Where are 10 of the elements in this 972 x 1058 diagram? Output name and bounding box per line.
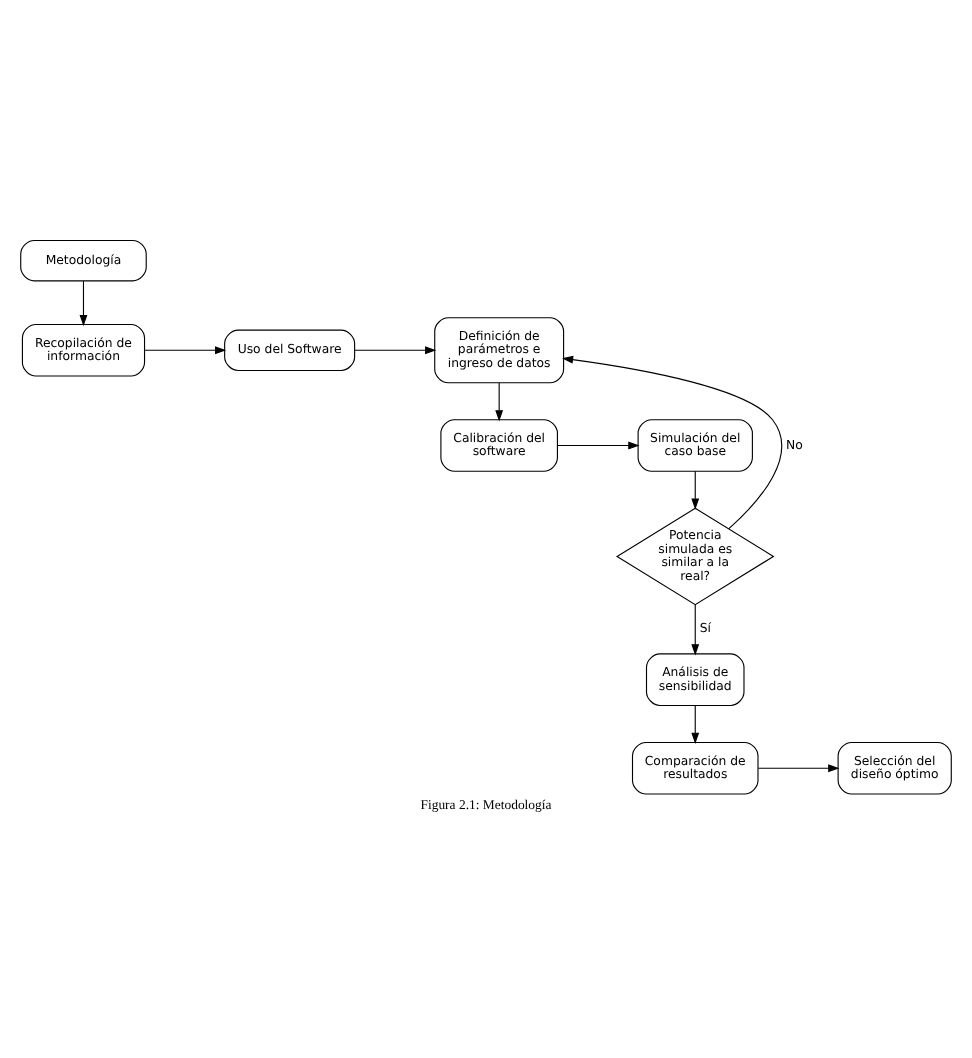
arrow bbox=[144, 346, 227, 355]
arrow bbox=[691, 604, 700, 656]
arrow bbox=[79, 280, 88, 327]
arrow bbox=[557, 441, 640, 450]
arrow bbox=[757, 764, 840, 773]
arrow bbox=[691, 705, 700, 744]
arrow bbox=[354, 346, 437, 355]
arrow bbox=[561, 355, 783, 530]
arrow bbox=[691, 470, 700, 510]
arrow bbox=[495, 382, 504, 422]
